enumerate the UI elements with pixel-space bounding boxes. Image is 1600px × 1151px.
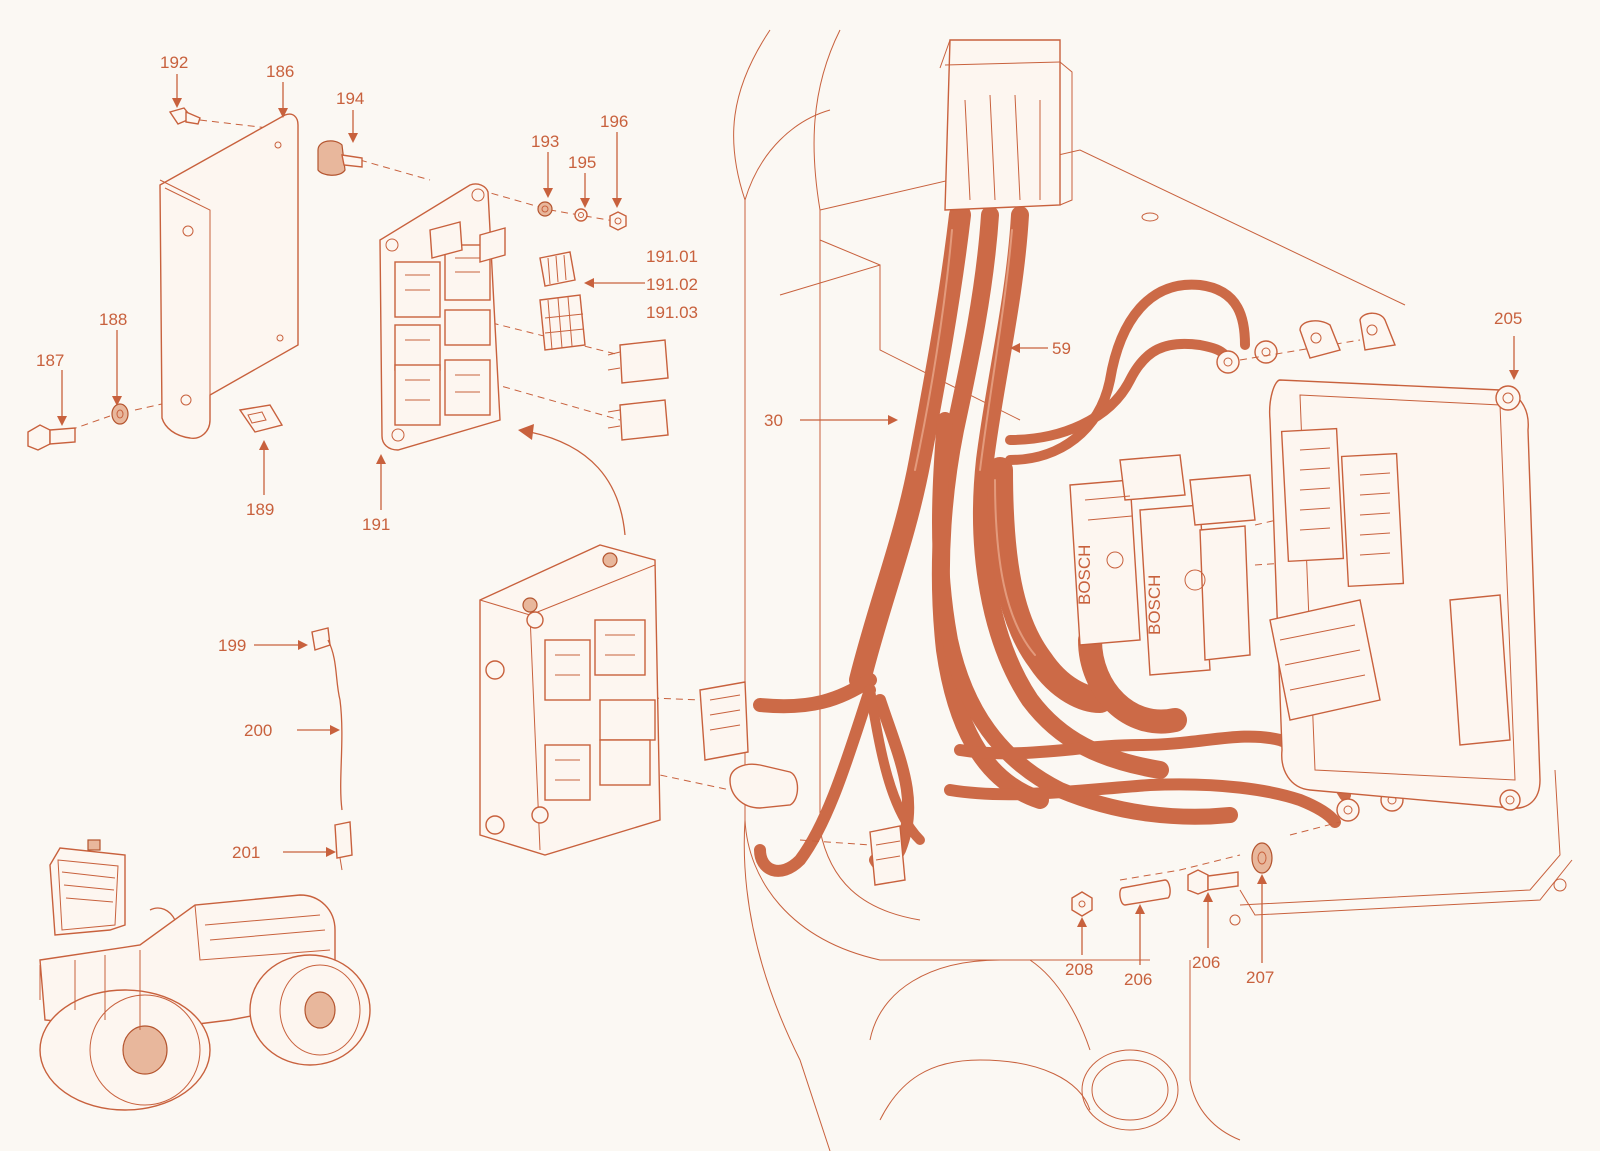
fasteners-lower-right [1071, 842, 1273, 917]
washer-193 [537, 201, 553, 217]
callout-201: 201 [232, 843, 260, 862]
harness-top-connector [939, 39, 1073, 211]
callout-194: 194 [336, 89, 364, 108]
relays [607, 339, 669, 441]
screw-192 [168, 107, 201, 125]
callout-207: 207 [1246, 968, 1274, 987]
callout-192: 192 [160, 53, 188, 72]
machine-thumbnail [39, 839, 371, 1111]
callout-30: 30 [764, 411, 783, 430]
fuses-191-series [539, 251, 586, 351]
jumper-cable [311, 627, 353, 871]
machine-frame-outline [733, 29, 1573, 1151]
ecu-plug-connectors: BOSCH BOSCH [1069, 454, 1256, 676]
fuse-relay-board [379, 183, 506, 451]
callout-191: 191 [362, 515, 390, 534]
ecu-control-unit [1268, 312, 1541, 811]
callout-191-02: 191.02 [646, 275, 698, 294]
callout-200: 200 [244, 721, 272, 740]
washer-188 [111, 403, 129, 425]
callout-labels: 192 186 194 193 195 196 191.01 191.02 19… [36, 53, 1522, 989]
callout-188: 188 [99, 310, 127, 329]
callout-206-a: 206 [1124, 970, 1152, 989]
callout-187: 187 [36, 351, 64, 370]
nut-196 [609, 211, 627, 231]
clip-nut-189 [238, 404, 284, 433]
callout-189: 189 [246, 500, 274, 519]
cover-plate [159, 113, 299, 439]
washer-195 [574, 208, 588, 222]
main-wire-harness [753, 204, 1351, 877]
bosch-logo-right: BOSCH [1145, 575, 1164, 635]
bosch-logo-left: BOSCH [1075, 545, 1094, 605]
callout-186: 186 [266, 62, 294, 81]
standoff-194 [317, 140, 363, 176]
callout-193: 193 [531, 132, 559, 151]
callout-199: 199 [218, 636, 246, 655]
callout-195: 195 [568, 153, 596, 172]
assembly-arrow [518, 424, 626, 536]
bolt-187 [27, 424, 76, 451]
callout-59: 59 [1052, 339, 1071, 358]
callout-208: 208 [1065, 960, 1093, 979]
harness-plug-connectors [699, 681, 906, 886]
callout-191-03: 191.03 [646, 303, 698, 322]
callout-leaders [57, 74, 1519, 965]
callout-206-b: 206 [1192, 953, 1220, 972]
callout-196: 196 [600, 112, 628, 131]
callout-191-01: 191.01 [646, 247, 698, 266]
assembled-fuse-box [479, 544, 661, 856]
callout-205: 205 [1494, 309, 1522, 328]
